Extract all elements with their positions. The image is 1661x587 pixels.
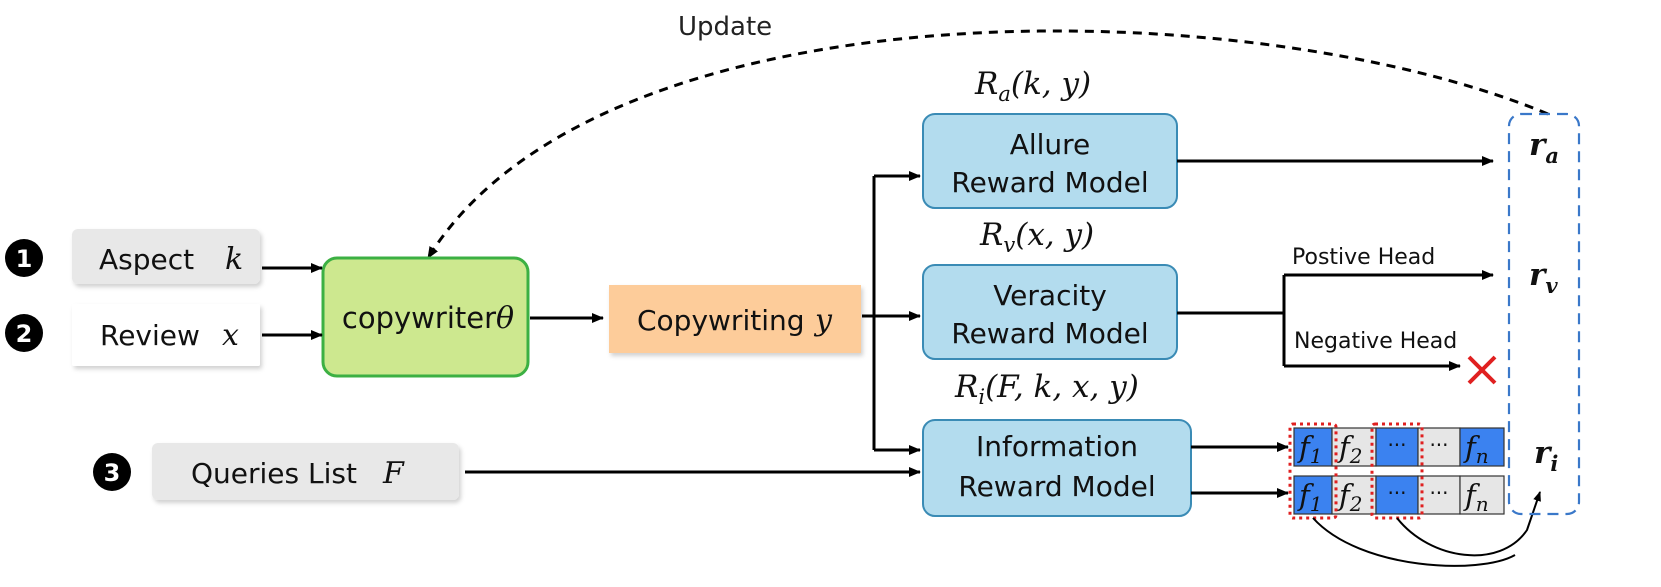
allure-reward-function: Ra(k, y) [974,66,1091,106]
update-label: Update [678,12,772,42]
veracity-head-split [1177,275,1286,366]
veracity-reward-function: Rv(x, y) [979,217,1094,257]
aspect-input-box: Aspect k [72,229,260,284]
veracity-reward-model: Veracity Reward Model [922,264,1178,360]
queries-list-label: Queries List [191,457,357,490]
row2-cell-f1 [1293,475,1333,515]
aspect-variable: k [225,242,243,277]
veracity-fn-args: (x, y) [1015,217,1094,253]
row1-dots-mid: ··· [1387,433,1406,457]
reward-rv: rv [1529,257,1558,298]
copywriter-text: copywriter [342,301,496,335]
step-1-badge: 1 [5,239,43,277]
row1-cell-fn [1459,427,1505,467]
copywriting-output-box: Copywriting y [609,285,861,353]
copywriting-variable: y [813,303,833,338]
allure-fn-args: (k, y) [1011,66,1091,102]
rejected-cross-icon [1467,355,1497,385]
row2-dots-mid: ··· [1387,481,1406,505]
step-1-number: 1 [16,245,33,273]
review-input-box: Review x [72,304,260,366]
allure-fn-name: R [974,66,998,102]
row1-cell-f1 [1293,427,1333,467]
step-2-number: 2 [16,320,33,348]
information-line1: Information [976,430,1138,463]
aspect-label: Aspect [99,243,194,276]
queries-list-input-box: Queries List F [152,443,459,500]
row1-cell-dots-mid [1375,427,1419,467]
allure-line1: Allure [1010,128,1091,161]
step-3-number: 3 [104,459,121,487]
row2-f1-label: f1 [1297,478,1322,516]
allure-line2: Reward Model [951,166,1148,199]
queries-list-variable: F [382,456,405,491]
theta-parameter: θ [496,301,514,336]
allure-reward-model: Allure Reward Model [922,113,1178,209]
veracity-fn-name: R [979,217,1003,253]
copywriter-policy-box: copywriterθ [321,256,530,378]
reward-ri: ri [1534,435,1558,476]
review-label: Review [100,319,200,352]
positive-head-label: Postive Head [1292,245,1435,270]
feature-row-1: f1 f2 ··· ··· fn [1293,427,1505,468]
information-reward-model: Information Reward Model [922,419,1192,517]
information-fn-sub: i [978,385,985,409]
f1-match-curve [1312,517,1516,567]
information-line2: Reward Model [958,470,1155,503]
output-branch-trunk [862,176,876,450]
step-3-badge: 3 [93,453,131,491]
negative-head-label: Negative Head [1294,329,1457,354]
copywriter-label: copywriterθ [342,301,514,336]
veracity-fn-sub: v [1003,233,1015,257]
reward-outputs-box [1507,112,1581,516]
f1-selection-frame [1288,422,1338,520]
veracity-line2: Reward Model [951,317,1148,350]
mid-match-curve [1396,491,1541,557]
step-2-badge: 2 [5,314,43,352]
update-feedback-arc [426,29,1549,259]
copywriting-label: Copywriting [637,304,805,337]
information-reward-function: Ri(F, k, x, y) [954,369,1139,409]
row1-f1-label: f1 [1297,430,1322,468]
reward-ra: ra [1529,127,1559,168]
information-fn-args: (F, k, x, y) [985,369,1139,405]
row2-cell-fn [1459,475,1505,515]
row2-dots-end: ··· [1429,481,1448,505]
information-fn-name: R [954,369,978,405]
row1-dots-end: ··· [1429,433,1448,457]
review-variable: x [222,318,239,353]
row2-cell-dots-end [1417,475,1461,515]
allure-fn-sub: a [998,82,1011,106]
feature-row-2: f1 f2 ··· ··· fn [1293,475,1505,516]
veracity-line1: Veracity [993,279,1107,312]
